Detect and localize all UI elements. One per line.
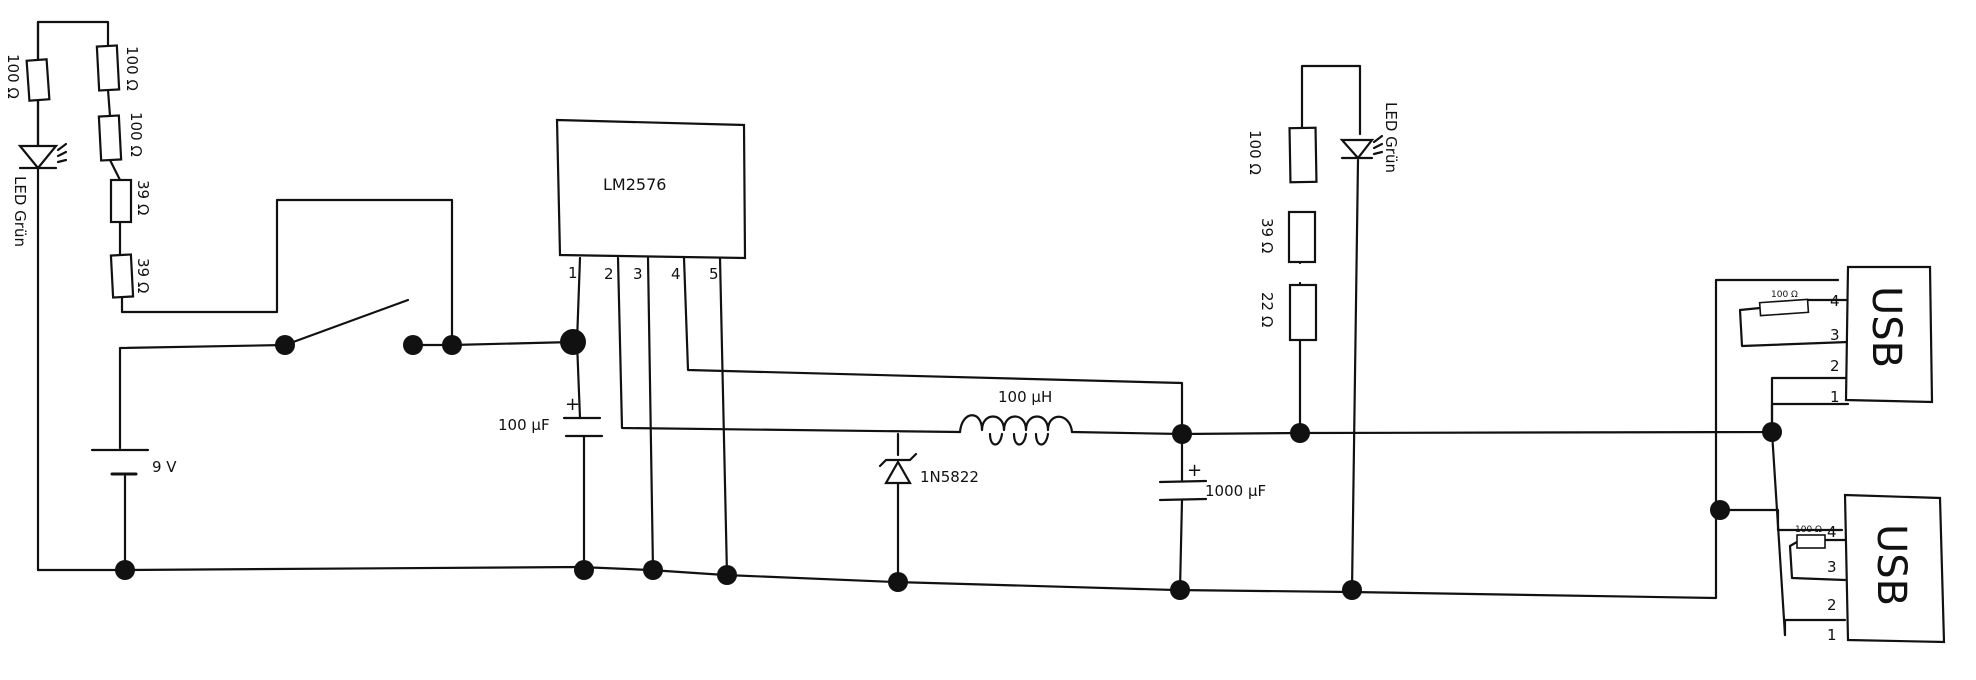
label-led-left: LED Grün bbox=[11, 176, 29, 247]
label-r5: 39 Ω bbox=[134, 258, 152, 293]
usb2-resistor-label: 100 Ω bbox=[1795, 525, 1822, 535]
ic-pin-1: 1 bbox=[568, 264, 578, 282]
usb2-label: USB bbox=[1868, 524, 1914, 606]
junction bbox=[442, 335, 462, 355]
indicator-left: 100 Ω LED Grün 100 Ω 100 Ω 39 Ω 39 Ω bbox=[4, 44, 152, 299]
resistor-r4 bbox=[109, 178, 133, 224]
label-r3: 100 Ω bbox=[127, 112, 145, 157]
label-cap-output: 1000 µF bbox=[1205, 482, 1266, 500]
junction bbox=[1762, 422, 1782, 442]
wires bbox=[36, 20, 1851, 637]
label-r6: 100 Ω bbox=[1246, 130, 1264, 175]
label-r7: 39 Ω bbox=[1258, 218, 1276, 253]
ic-pin-2: 2 bbox=[604, 265, 614, 283]
usb1-pin-3: 3 bbox=[1830, 326, 1840, 344]
resistor-r1 bbox=[25, 58, 51, 102]
switch-contact-left bbox=[275, 335, 295, 355]
junction bbox=[1710, 500, 1730, 520]
usb2-pin-1: 1 bbox=[1827, 626, 1837, 644]
junction bbox=[1170, 580, 1190, 600]
label-r2: 100 Ω bbox=[123, 46, 141, 91]
ic-pin-3: 3 bbox=[633, 265, 643, 283]
usb1-resistor bbox=[1758, 298, 1810, 317]
led-right bbox=[1339, 134, 1384, 160]
indicator-right: 100 Ω 39 Ω 22 Ω LED Grün bbox=[1246, 102, 1400, 342]
usb1-pin-2: 2 bbox=[1830, 357, 1840, 375]
junction bbox=[560, 329, 586, 355]
junction bbox=[1172, 424, 1192, 444]
junction bbox=[1342, 580, 1362, 600]
label-diode: 1N5822 bbox=[920, 468, 979, 486]
usb1-pin-4: 4 bbox=[1830, 292, 1840, 310]
resistor-r7 bbox=[1287, 210, 1317, 264]
battery: 9 V bbox=[90, 448, 177, 476]
label-r4: 39 Ω bbox=[134, 180, 152, 215]
switch-contact-right bbox=[403, 335, 423, 355]
junction bbox=[574, 560, 594, 580]
usb2-pin-3: 3 bbox=[1827, 558, 1837, 576]
junction bbox=[888, 572, 908, 592]
label-battery: 9 V bbox=[152, 458, 177, 476]
usb-port-1: USB 4 3 2 1 100 Ω bbox=[1758, 265, 1934, 406]
junction bbox=[717, 565, 737, 585]
diode-1n5822: 1N5822 bbox=[878, 452, 979, 486]
ic-label: LM2576 bbox=[603, 175, 666, 194]
usb2-pin-4: 4 bbox=[1827, 523, 1837, 541]
label-r8: 22 Ω bbox=[1258, 292, 1276, 327]
ic-pin-5: 5 bbox=[709, 265, 719, 283]
usb2-pin-2: 2 bbox=[1827, 596, 1837, 614]
capacitor-output: + 1000 µF bbox=[1158, 460, 1266, 502]
usb-port-2: USB 4 3 2 1 100 Ω bbox=[1795, 493, 1946, 644]
usb2-resistor bbox=[1796, 534, 1826, 549]
resistor-r8 bbox=[1288, 283, 1318, 342]
resistor-r5 bbox=[109, 253, 135, 299]
resistor-r6 bbox=[1288, 126, 1318, 184]
capacitor-input: + 100 µF bbox=[498, 394, 604, 438]
led-left bbox=[17, 142, 68, 170]
inductor: 100 µH bbox=[958, 388, 1074, 446]
junction bbox=[643, 560, 663, 580]
resistor-r3 bbox=[97, 114, 123, 162]
usb1-resistor-label: 100 Ω bbox=[1771, 290, 1798, 300]
usb1-label: USB bbox=[1863, 286, 1909, 368]
label-cap-input-polarity: + bbox=[565, 394, 580, 415]
label-r1: 100 Ω bbox=[4, 54, 22, 99]
junction bbox=[115, 560, 135, 580]
resistor-r2 bbox=[95, 44, 121, 92]
junction-nodes bbox=[115, 329, 1782, 600]
label-cap-output-polarity: + bbox=[1187, 460, 1202, 481]
label-inductor: 100 µH bbox=[998, 388, 1052, 406]
junction bbox=[1290, 423, 1310, 443]
ic-lm2576: LM2576 1 2 3 4 5 bbox=[555, 118, 747, 283]
label-led-right: LED Grün bbox=[1382, 102, 1400, 173]
usb1-pin-1: 1 bbox=[1830, 388, 1840, 406]
label-cap-input: 100 µF bbox=[498, 416, 550, 434]
ic-pin-4: 4 bbox=[671, 265, 681, 283]
